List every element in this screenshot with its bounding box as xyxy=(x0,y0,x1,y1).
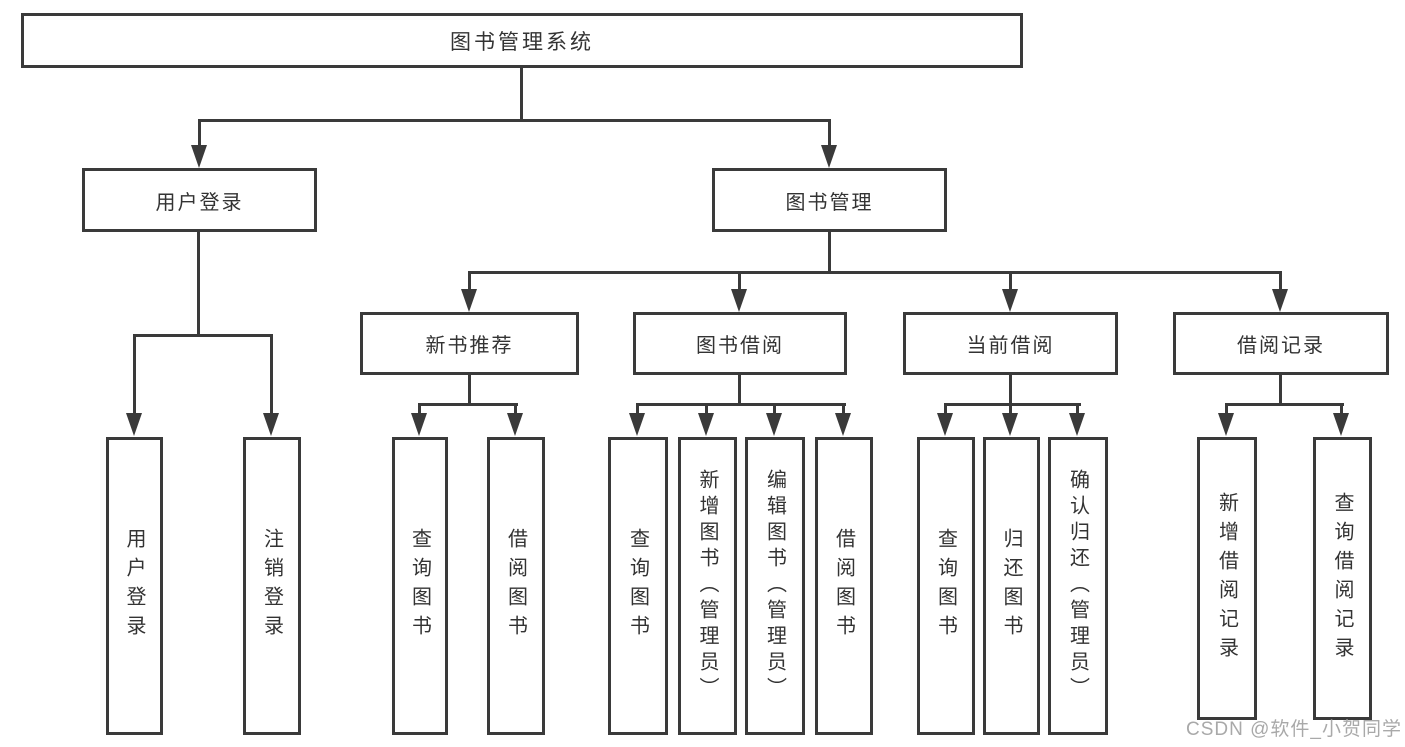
connector-line xyxy=(1009,375,1012,406)
leaf-query-books-recommend: 查询图书 xyxy=(392,437,448,735)
connector-line xyxy=(636,403,846,406)
node-label: 借阅记录 xyxy=(1237,335,1325,357)
connector-line xyxy=(944,405,947,415)
node-label: 归还图书 xyxy=(1000,528,1022,644)
arrow-down-icon xyxy=(821,145,837,168)
connector-line xyxy=(1279,273,1282,290)
node-label: 查询图书 xyxy=(408,528,431,644)
arrow-down-icon xyxy=(629,413,645,436)
node-label: 图书管理 xyxy=(785,191,874,214)
arrow-down-icon xyxy=(766,413,782,436)
connector-line xyxy=(468,273,471,290)
leaf-user-login: 用户登录 xyxy=(106,437,163,735)
connector-line xyxy=(198,119,831,122)
arrow-down-icon xyxy=(835,413,851,436)
node-label: 新增借阅记录 xyxy=(1215,491,1238,666)
arrow-down-icon xyxy=(1069,413,1085,436)
node-label: 借阅图书 xyxy=(504,528,527,644)
connector-line xyxy=(1225,403,1344,406)
node-library-management-system: 图书管理系统 xyxy=(21,13,1023,68)
connector-line xyxy=(842,405,845,415)
connector-line xyxy=(1009,405,1012,415)
leaf-edit-books-admin: 编辑图书（管理员） xyxy=(745,437,805,735)
connector-line xyxy=(133,334,273,337)
node-borrowing-records: 借阅记录 xyxy=(1173,312,1389,375)
leaf-return-books: 归还图书 xyxy=(983,437,1040,735)
connector-line xyxy=(1076,405,1079,415)
connector-line xyxy=(198,121,201,147)
connector-line xyxy=(944,403,1081,406)
connector-line xyxy=(705,405,708,415)
node-label: 当前借阅 xyxy=(966,335,1055,357)
node-label: 借阅图书 xyxy=(832,528,855,644)
node-user-login: 用户登录 xyxy=(82,168,317,232)
connector-line xyxy=(636,405,639,415)
node-label: 注销登录 xyxy=(260,528,283,644)
arrow-down-icon xyxy=(507,413,523,436)
connector-line xyxy=(828,121,831,147)
arrow-down-icon xyxy=(1333,413,1349,436)
connector-line xyxy=(520,68,523,122)
node-label: 编辑图书（管理员） xyxy=(763,469,786,703)
connector-line xyxy=(738,375,741,406)
connector-line xyxy=(1340,405,1343,415)
leaf-borrow-books-recommend: 借阅图书 xyxy=(487,437,545,735)
node-label: 新增图书（管理员） xyxy=(696,469,718,703)
connector-line xyxy=(773,405,776,415)
connector-line xyxy=(738,273,741,290)
connector-line xyxy=(1225,405,1228,415)
arrow-down-icon xyxy=(1272,289,1288,312)
connector-line xyxy=(418,405,421,415)
arrow-down-icon xyxy=(1002,413,1018,436)
arrow-down-icon xyxy=(461,289,477,312)
node-label: 用户登录 xyxy=(155,191,244,214)
node-label: 查询借阅记录 xyxy=(1331,491,1353,666)
connector-line xyxy=(1009,273,1012,290)
leaf-borrow-books: 借阅图书 xyxy=(815,437,873,735)
node-book-borrowing: 图书借阅 xyxy=(633,312,847,375)
connector-line xyxy=(468,375,471,406)
connector-line xyxy=(270,336,273,414)
arrow-down-icon xyxy=(731,289,747,312)
node-label: 查询图书 xyxy=(626,528,649,644)
node-new-book-recommend: 新书推荐 xyxy=(360,312,579,375)
leaf-confirm-return-admin: 确认归还（管理员） xyxy=(1048,437,1108,735)
arrow-down-icon xyxy=(263,413,279,436)
leaf-query-borrow-record: 查询借阅记录 xyxy=(1313,437,1372,720)
arrow-down-icon xyxy=(191,145,207,168)
arrow-down-icon xyxy=(1002,289,1018,312)
node-label: 查询图书 xyxy=(934,528,957,644)
leaf-add-borrow-record: 新增借阅记录 xyxy=(1197,437,1257,720)
node-label: 新书推荐 xyxy=(425,335,514,357)
node-label: 图书管理系统 xyxy=(450,30,594,54)
arrow-down-icon xyxy=(698,413,714,436)
arrow-down-icon xyxy=(1218,413,1234,436)
node-label: 用户登录 xyxy=(123,528,145,644)
leaf-query-books-current: 查询图书 xyxy=(917,437,975,735)
arrow-down-icon xyxy=(411,413,427,436)
leaf-logout: 注销登录 xyxy=(243,437,301,735)
node-book-management: 图书管理 xyxy=(712,168,947,232)
connector-line xyxy=(133,336,136,414)
connector-line xyxy=(197,232,200,335)
node-current-borrowing: 当前借阅 xyxy=(903,312,1118,375)
connector-line xyxy=(1279,375,1282,406)
leaf-add-books-admin: 新增图书（管理员） xyxy=(678,437,737,735)
connector-line xyxy=(418,403,518,406)
arrow-down-icon xyxy=(126,413,142,436)
csdn-watermark: CSDN @软件_小贺同学 xyxy=(1186,719,1402,740)
connector-line xyxy=(828,232,831,272)
connector-line xyxy=(514,405,517,415)
leaf-query-books-borrowing: 查询图书 xyxy=(608,437,668,735)
connector-line xyxy=(468,271,1282,274)
node-label: 图书借阅 xyxy=(696,335,784,357)
node-label: 确认归还（管理员） xyxy=(1066,469,1089,703)
arrow-down-icon xyxy=(937,413,953,436)
